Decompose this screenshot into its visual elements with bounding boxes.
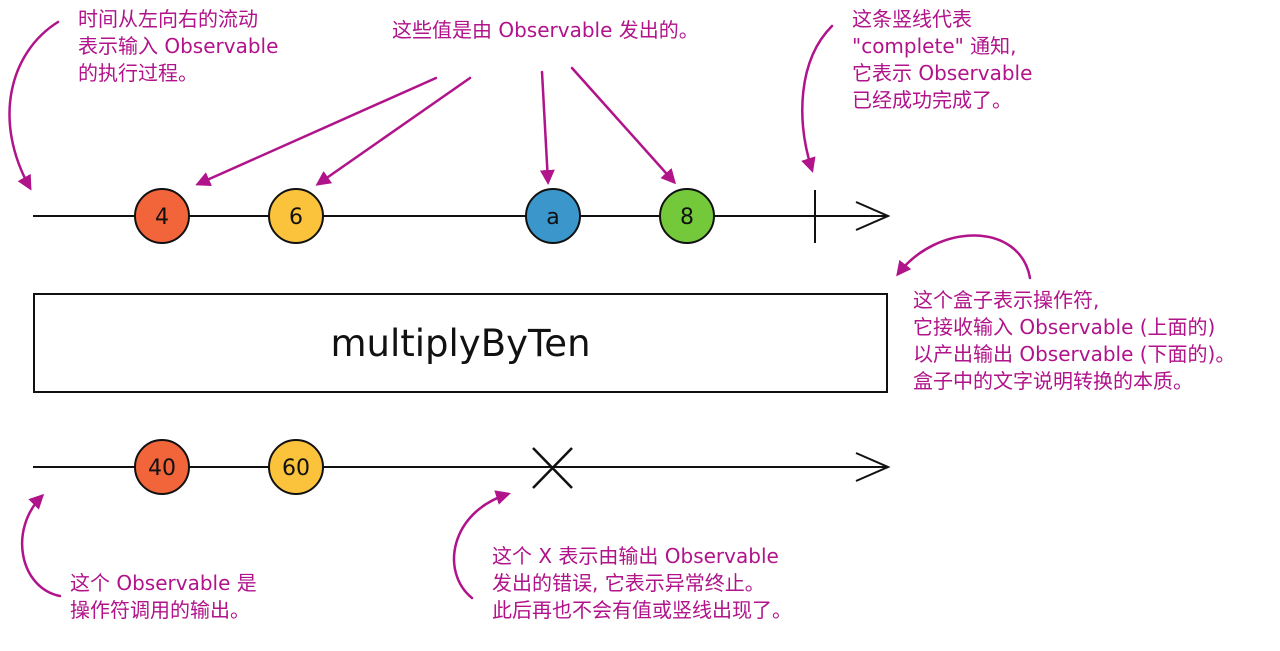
input-marble: 6 — [268, 188, 324, 244]
time-annotation-line: 的执行过程。 — [78, 61, 198, 85]
output-annotation-line: 这个 Observable 是 — [70, 571, 257, 595]
operator-annotation: 这个盒子表示操作符, 它接收输入 Observable (上面的) 以产出输出 … — [913, 287, 1235, 395]
input-marble-label: 6 — [289, 205, 303, 230]
error-marker — [532, 447, 573, 489]
output-marble: 60 — [268, 439, 324, 495]
values-annotation: 这些值是由 Observable 发出的。 — [392, 17, 699, 44]
output-timeline-arrowhead — [855, 452, 891, 482]
input-marble: 4 — [134, 188, 190, 244]
operator-box: multiplyByTen — [33, 293, 888, 393]
values-arrow-to-4 — [195, 76, 438, 186]
time-annotation-arrow — [8, 20, 60, 191]
values-arrow-to-8 — [570, 66, 677, 185]
operator-name: multiplyByTen — [330, 321, 591, 365]
input-marble: 8 — [659, 188, 715, 244]
output-annotation: 这个 Observable 是 操作符调用的输出。 — [70, 570, 257, 624]
time-annotation-line: 表示输入 Observable — [78, 34, 279, 58]
error-annotation-line: 这个 X 表示由输出 Observable — [492, 544, 779, 568]
values-annotation-line: 这些值是由 Observable 发出的。 — [392, 18, 699, 42]
output-marble-label: 60 — [282, 456, 310, 481]
complete-annotation-line: "complete" 通知, — [852, 34, 1017, 58]
output-annotation-line: 操作符调用的输出。 — [70, 598, 250, 622]
input-marble-label: 4 — [155, 205, 169, 230]
input-marble: a — [525, 188, 581, 244]
output-marble-label: 40 — [148, 456, 176, 481]
complete-annotation-line: 已经成功完成了。 — [852, 88, 1012, 112]
operator-annotation-line: 这个盒子表示操作符, — [913, 288, 1100, 312]
operator-annotation-line: 以产出输出 Observable (下面的)。 — [913, 342, 1236, 366]
complete-annotation-arrow — [801, 24, 834, 173]
operator-annotation-arrow — [896, 234, 1032, 280]
time-annotation-line: 时间从左向右的流动 — [78, 7, 258, 31]
operator-annotation-line: 盒子中的文字说明转换的本质。 — [913, 369, 1193, 393]
input-marble-circle — [134, 188, 190, 244]
error-annotation: 这个 X 表示由输出 Observable 发出的错误, 它表示异常终止。 此后… — [492, 543, 792, 624]
operator-annotation-line: 它接收输入 Observable (上面的) — [913, 315, 1216, 339]
time-annotation: 时间从左向右的流动 表示输入 Observable 的执行过程。 — [78, 6, 278, 87]
input-marble-label: 8 — [680, 205, 694, 230]
values-arrow-to-6 — [315, 76, 472, 186]
output-annotation-arrow — [20, 493, 62, 598]
error-annotation-line: 此后再也不会有值或竖线出现了。 — [492, 598, 792, 622]
complete-annotation: 这条竖线代表 "complete" 通知, 它表示 Observable 已经成… — [852, 6, 1032, 114]
complete-annotation-line: 这条竖线代表 — [852, 7, 972, 31]
input-marble-label: a — [546, 205, 559, 230]
output-marble: 40 — [134, 439, 190, 495]
complete-annotation-line: 它表示 Observable — [852, 61, 1033, 85]
output-marble-circle — [134, 439, 190, 495]
output-marble-circle — [268, 439, 324, 495]
error-annotation-line: 发出的错误, 它表示异常终止。 — [492, 571, 765, 595]
input-marble-circle — [268, 188, 324, 244]
error-annotation-arrow — [452, 490, 511, 600]
input-timeline-arrowhead — [855, 201, 891, 231]
input-marble-circle — [659, 188, 715, 244]
input-marble-circle — [525, 188, 581, 244]
values-arrow-to-a — [539, 70, 555, 185]
